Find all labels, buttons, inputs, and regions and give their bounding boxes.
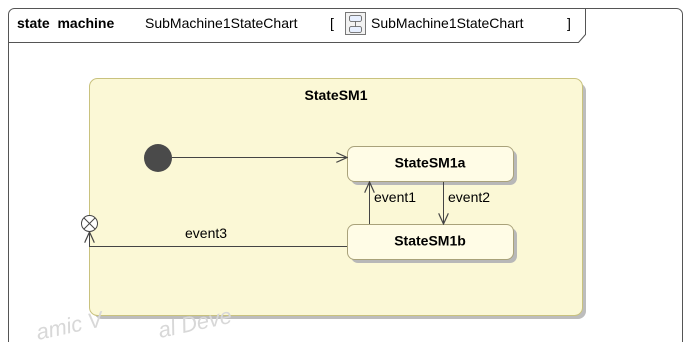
composite-state-StateSM1[interactable] (89, 78, 583, 316)
frame-bracket-close: ] (567, 15, 571, 31)
state-name-b: StateSM1b (394, 233, 466, 249)
transition-label-event3: event3 (185, 225, 227, 241)
state-machine-icon (345, 12, 366, 35)
composite-state-name: StateSM1 (304, 87, 367, 103)
frame-name-tab (8, 8, 586, 43)
transition-b-to-exit[interactable] (90, 232, 348, 247)
transition-label-event1: event1 (374, 189, 416, 205)
state-StateSM1a[interactable] (347, 146, 514, 182)
exit-point-icon[interactable] (81, 215, 98, 232)
state-name-a: StateSM1a (395, 155, 466, 171)
transition-label-event2: event2 (448, 189, 490, 205)
frame-ref-name: SubMachine1StateChart (371, 15, 524, 31)
state-StateSM1b[interactable] (347, 224, 514, 260)
frame-bracket-open: [ (330, 15, 334, 31)
initial-node-icon[interactable] (144, 144, 172, 172)
frame-keyword: state machine (17, 15, 114, 31)
frame-name: SubMachine1StateChart (145, 15, 298, 31)
